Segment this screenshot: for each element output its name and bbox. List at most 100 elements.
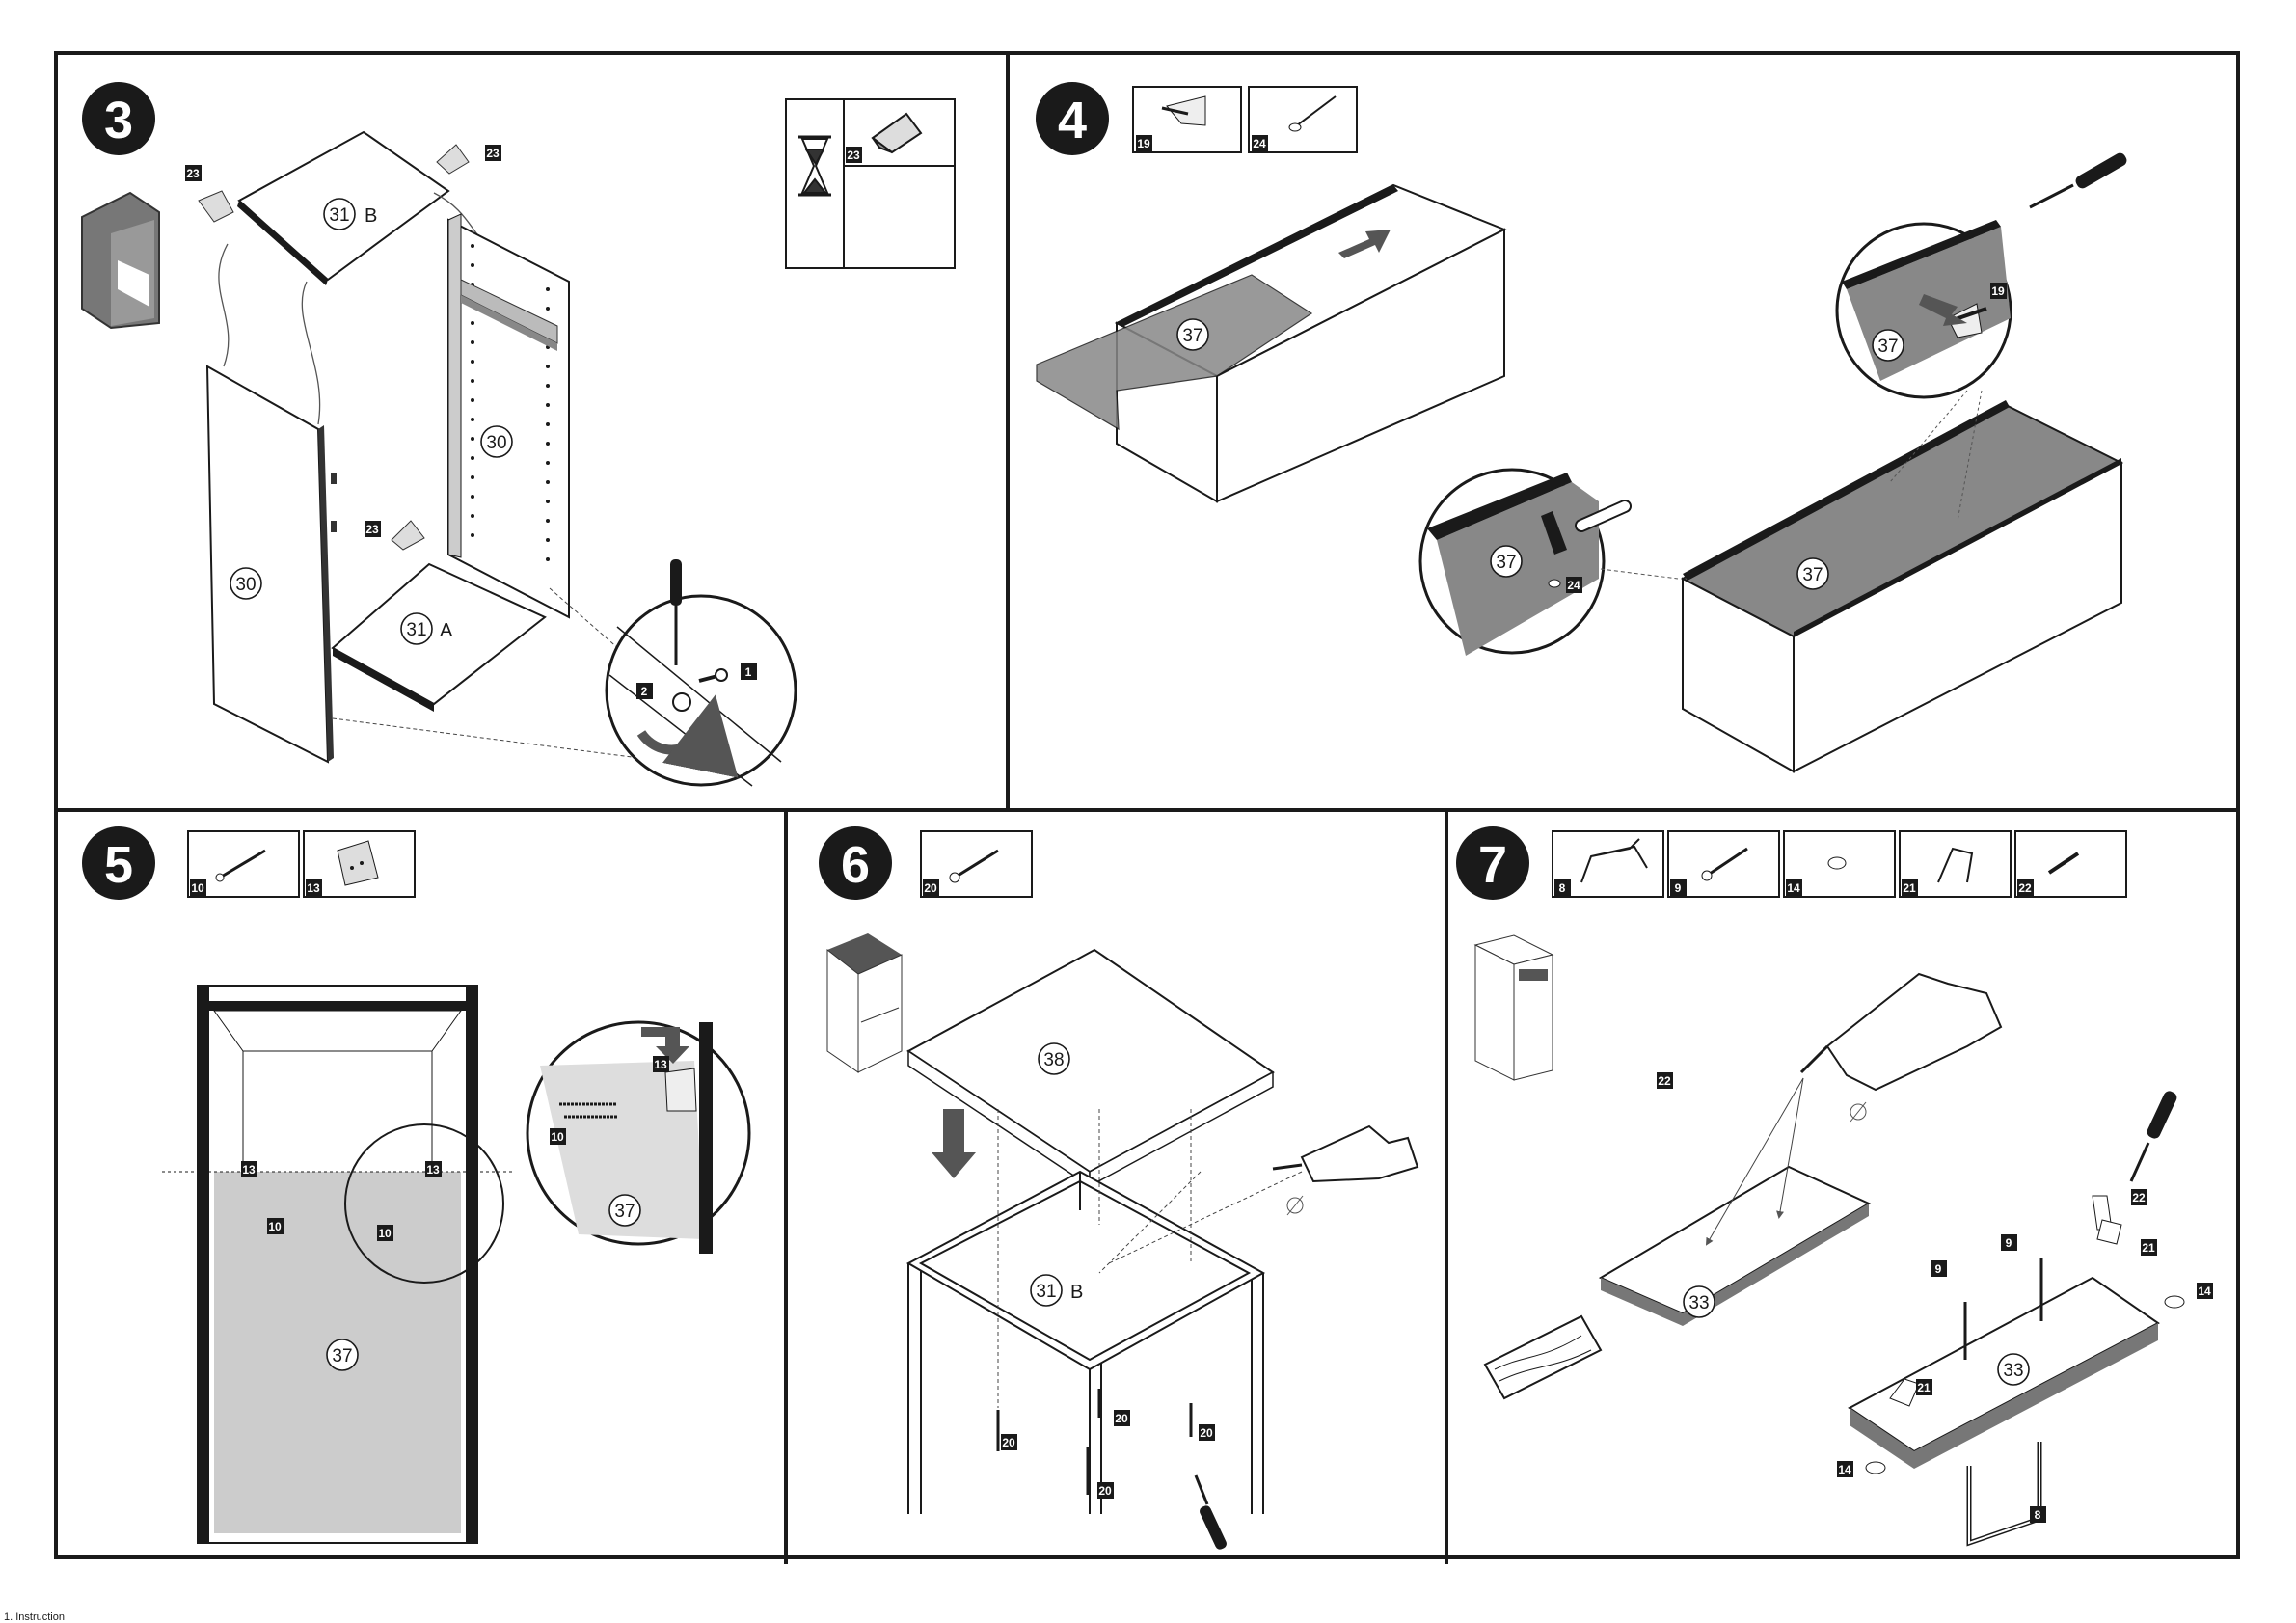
- cabinet-carcass: 37: [1683, 400, 2121, 771]
- svg-text:19: 19: [1991, 284, 2005, 298]
- callout-tag: 22: [2131, 1189, 2147, 1205]
- svg-text:A: A: [440, 620, 453, 641]
- left-side-panel: 30: [207, 366, 337, 762]
- foot-pad-icon: [1828, 857, 1846, 869]
- callout-tag: 23: [185, 165, 202, 181]
- svg-text:14: 14: [1787, 881, 1800, 895]
- svg-text:38: 38: [1043, 1050, 1064, 1070]
- callout-tag: 10: [267, 1218, 284, 1234]
- callout-tag: 13: [653, 1056, 669, 1072]
- svg-text:20: 20: [1200, 1426, 1213, 1440]
- no-drill-symbol-icon: [1850, 1102, 1866, 1122]
- callout-tag: 19: [1990, 283, 2007, 299]
- step-number: 3: [104, 92, 133, 149]
- svg-text:31: 31: [1036, 1282, 1056, 1302]
- screwdriver-icon: [2131, 1089, 2178, 1181]
- svg-text:37: 37: [1802, 565, 1823, 585]
- step-4-panel: 4 19 24 37: [1036, 82, 2129, 771]
- footer-text: 1. Instruction: [4, 1611, 65, 1623]
- callout-tag: 20: [923, 879, 939, 896]
- cam-lock-detail: 1 2: [607, 559, 796, 786]
- callout-tag: 20: [1114, 1410, 1130, 1426]
- svg-text:31: 31: [329, 205, 349, 226]
- step-6-panel: 6 20 38: [819, 826, 1418, 1551]
- no-drill-symbol-icon: [1287, 1196, 1303, 1215]
- drill-icon: [1273, 1126, 1418, 1181]
- top-panel: 31 B: [237, 132, 448, 285]
- callout-tag: 23: [846, 147, 862, 163]
- svg-text:30: 30: [235, 575, 256, 595]
- svg-text:22: 22: [1658, 1074, 1671, 1088]
- down-arrow-icon: [932, 1109, 976, 1178]
- svg-text:21: 21: [1917, 1381, 1931, 1394]
- callout-tag: 14: [1837, 1461, 1853, 1477]
- callout-tag: 22: [2017, 879, 2034, 896]
- callout-tag: 13: [425, 1161, 442, 1177]
- svg-text:23: 23: [186, 167, 200, 180]
- cabinet-front-view: 37: [162, 986, 513, 1543]
- svg-text:37: 37: [1182, 326, 1202, 346]
- callout-tag: 24: [1252, 135, 1268, 151]
- svg-text:24: 24: [1253, 137, 1266, 150]
- svg-text:B: B: [1070, 1282, 1083, 1303]
- callout-tag: 14: [1786, 879, 1802, 896]
- callout-tag: 22: [1657, 1072, 1673, 1089]
- step-3-panel: 3 23: [82, 82, 955, 786]
- callout-tag: 8: [2030, 1506, 2046, 1523]
- callout-tag: 8: [1554, 879, 1571, 896]
- callout-tag: 9: [1670, 879, 1687, 896]
- svg-text:37: 37: [614, 1202, 635, 1222]
- wood-sample-icon: [1485, 1316, 1601, 1398]
- cabinet-thumbnail-icon: [82, 193, 159, 328]
- svg-text:22: 22: [2132, 1191, 2146, 1204]
- callout-tag: 23: [485, 145, 501, 161]
- svg-text:33: 33: [1688, 1293, 1709, 1313]
- svg-text:9: 9: [2006, 1236, 2012, 1250]
- foot-pad-icon: [2165, 1296, 2184, 1308]
- svg-text:21: 21: [1903, 881, 1916, 895]
- svg-text:20: 20: [1098, 1484, 1112, 1498]
- callout-tag: 14: [2197, 1283, 2213, 1299]
- callout-tag: 9: [1931, 1260, 1947, 1277]
- svg-text:20: 20: [1115, 1412, 1128, 1425]
- callout-tag: 10: [377, 1225, 393, 1241]
- svg-text:8: 8: [1559, 881, 1566, 895]
- svg-text:20: 20: [1002, 1436, 1015, 1449]
- svg-text:1: 1: [745, 665, 752, 679]
- svg-text:37: 37: [1877, 337, 1898, 357]
- callout-tag: 10: [550, 1128, 566, 1145]
- svg-text:13: 13: [242, 1163, 256, 1177]
- callout-tag: 19: [1136, 135, 1152, 151]
- bracket-zoom-detail: 37 19: [1837, 220, 2011, 397]
- callout-tag: 20: [1199, 1424, 1215, 1441]
- svg-text:10: 10: [378, 1227, 392, 1240]
- svg-text:37: 37: [1496, 553, 1516, 573]
- screwdriver-icon: [2030, 150, 2129, 207]
- svg-text:8: 8: [2035, 1508, 2041, 1522]
- svg-text:33: 33: [2003, 1361, 2023, 1381]
- svg-text:30: 30: [486, 433, 506, 453]
- svg-text:23: 23: [365, 523, 379, 536]
- svg-text:9: 9: [1935, 1262, 1942, 1276]
- cabinet-carcass: [908, 1172, 1263, 1514]
- svg-text:20: 20: [924, 881, 937, 895]
- svg-text:4: 4: [1058, 92, 1087, 149]
- door-panel: 33: [1850, 1278, 2158, 1469]
- svg-text:6: 6: [841, 836, 870, 894]
- step-5-panel: 5 10 13 37 13 13: [82, 826, 749, 1543]
- callout-tag: 10: [190, 879, 206, 896]
- callout-tag: 9: [2001, 1234, 2017, 1251]
- handle-icon: [1969, 1442, 2039, 1543]
- step-7-panel: 7 8 9 14 21 22 22: [1456, 826, 2213, 1543]
- svg-text:22: 22: [2018, 881, 2032, 895]
- callout-tag: 21: [1916, 1379, 1932, 1395]
- svg-text:14: 14: [1838, 1463, 1851, 1476]
- screwdriver-icon: [1196, 1475, 1229, 1551]
- cabinet-thumbnail-icon: [827, 933, 902, 1072]
- svg-text:13: 13: [654, 1058, 667, 1071]
- svg-text:9: 9: [1675, 881, 1682, 895]
- svg-text:21: 21: [2142, 1241, 2155, 1255]
- callout-tag: 1: [741, 663, 757, 680]
- foot-pad-icon: [1866, 1462, 1885, 1474]
